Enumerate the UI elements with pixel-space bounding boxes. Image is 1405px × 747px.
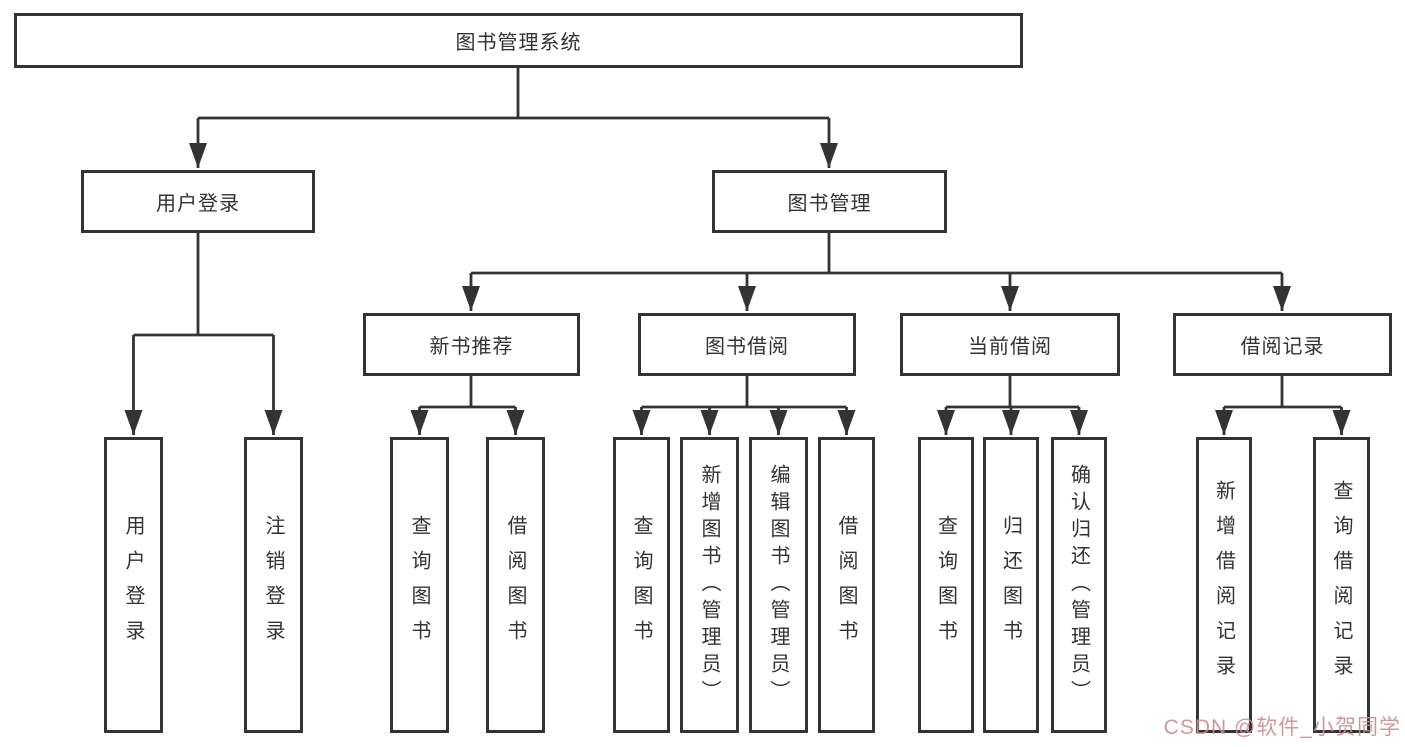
node-label: 图书借阅	[705, 336, 789, 358]
leaf-label: 查询借阅记录	[1330, 480, 1352, 690]
leaf-label: 新增图书（管理员）	[698, 463, 720, 707]
leaf-add-borrow-record: 新增借阅记录	[1196, 437, 1252, 733]
leaf-add-book-admin: 新增图书（管理员）	[680, 437, 739, 733]
node-borrow-records: 借阅记录	[1173, 313, 1392, 376]
leaf-label: 新增借阅记录	[1212, 480, 1235, 690]
root-node-label: 图书管理系统	[455, 32, 582, 54]
leaf-return-books: 归还图书	[983, 437, 1039, 733]
node-user-login: 用户登录	[81, 170, 315, 233]
leaf-logout: 注销登录	[244, 437, 303, 733]
leaf-query-books: 查询图书	[390, 437, 449, 733]
leaf-label: 注销登录	[262, 515, 284, 655]
leaf-borrow-books: 借阅图书	[486, 437, 545, 733]
node-label: 图书管理	[787, 193, 872, 215]
node-new-book-recommend: 新书推荐	[363, 313, 580, 376]
leaf-user-login: 用户登录	[104, 437, 163, 733]
leaf-borrow-books-2: 借阅图书	[818, 437, 875, 733]
leaf-label: 查询图书	[630, 515, 652, 655]
leaf-label: 确认归还（管理员）	[1067, 463, 1090, 707]
leaf-query-books-2: 查询图书	[613, 437, 670, 733]
leaf-label: 借阅图书	[835, 515, 857, 655]
node-label: 新书推荐	[429, 336, 514, 358]
node-book-management: 图书管理	[712, 170, 947, 233]
leaf-label: 查询图书	[408, 515, 430, 655]
leaf-label: 编辑图书（管理员）	[767, 463, 789, 707]
node-current-borrow: 当前借阅	[900, 313, 1120, 376]
node-book-borrow: 图书借阅	[638, 313, 856, 376]
node-label: 借阅记录	[1240, 336, 1325, 358]
leaf-label: 借阅图书	[504, 515, 526, 655]
leaf-label: 用户登录	[122, 515, 144, 655]
leaf-label: 查询图书	[934, 515, 957, 655]
leaf-confirm-return-admin: 确认归还（管理员）	[1051, 437, 1107, 733]
node-label: 当前借阅	[968, 336, 1052, 358]
leaf-query-books-3: 查询图书	[918, 437, 974, 733]
node-label: 用户登录	[156, 193, 240, 215]
root-node-system: 图书管理系统	[14, 13, 1023, 68]
leaf-edit-book-admin: 编辑图书（管理员）	[749, 437, 808, 733]
leaf-label: 归还图书	[999, 515, 1022, 655]
leaf-query-borrow-record: 查询借阅记录	[1313, 437, 1370, 733]
